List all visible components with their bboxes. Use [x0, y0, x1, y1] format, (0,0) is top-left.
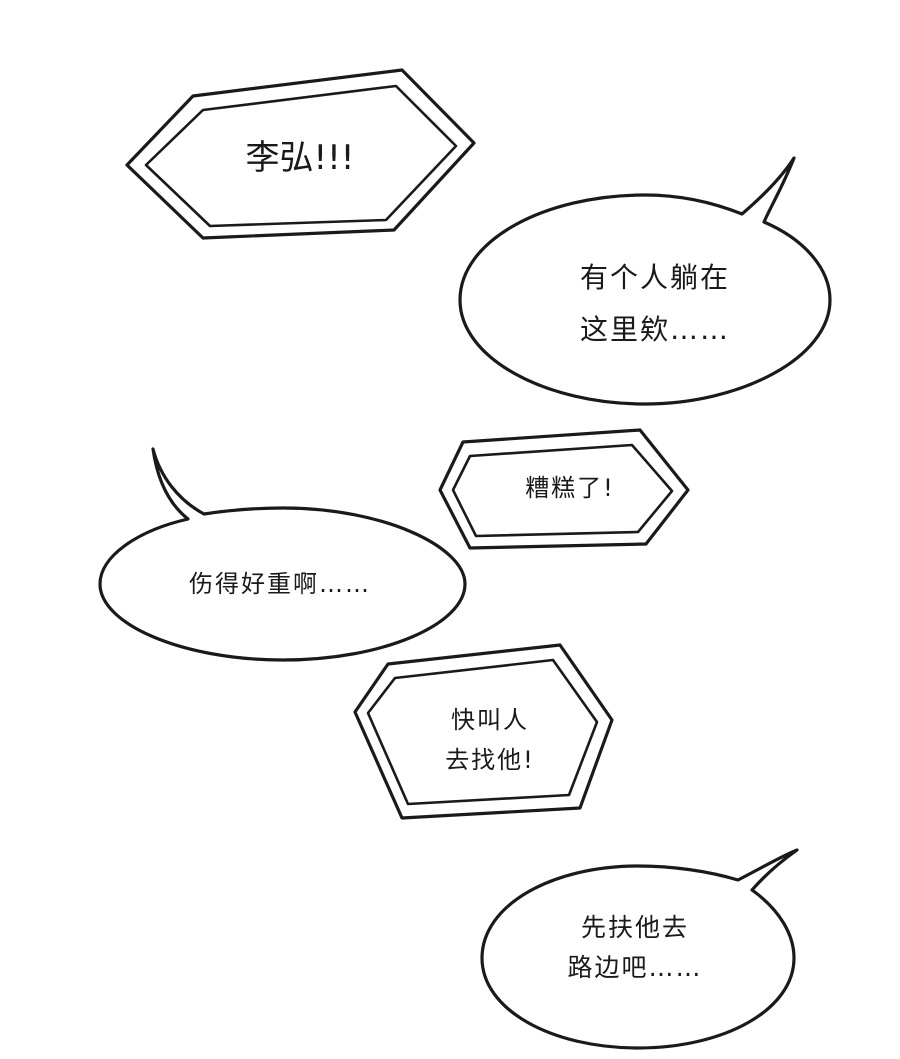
shout-bubble-5-text: 快叫人 去找他!	[390, 700, 590, 780]
bubble-line: 李弘!!!	[245, 138, 355, 178]
bubble-line: 这里欸……	[579, 313, 730, 346]
bubble-line: 伤得好重啊……	[189, 570, 371, 598]
bubble-line: 去找他!	[445, 746, 535, 774]
speech-bubble-2-text: 有个人躺在 这里欸……	[520, 252, 790, 356]
bubble-line: 有个人躺在	[579, 261, 730, 294]
shout-bubble-5	[353, 643, 614, 820]
bubble-line: 路边吧……	[567, 953, 703, 982]
bubble-line: 先扶他去	[580, 913, 689, 942]
speech-bubble-4	[98, 447, 467, 662]
speech-bubble-6	[480, 848, 799, 1050]
speech-bubble-2	[458, 156, 832, 406]
bubble-line: 糟糕了!	[525, 474, 615, 502]
speech-bubble-4-text: 伤得好重啊……	[130, 564, 430, 604]
speech-bubble-6-text: 先扶他去 路边吧……	[520, 908, 750, 988]
bubble-line: 快叫人	[451, 706, 529, 734]
shout-bubble-1-text: 李弘!!!	[180, 134, 420, 182]
shout-bubble-3-text: 糟糕了!	[470, 468, 670, 508]
shout-bubble-1	[125, 68, 476, 240]
shout-bubble-3	[438, 428, 690, 550]
